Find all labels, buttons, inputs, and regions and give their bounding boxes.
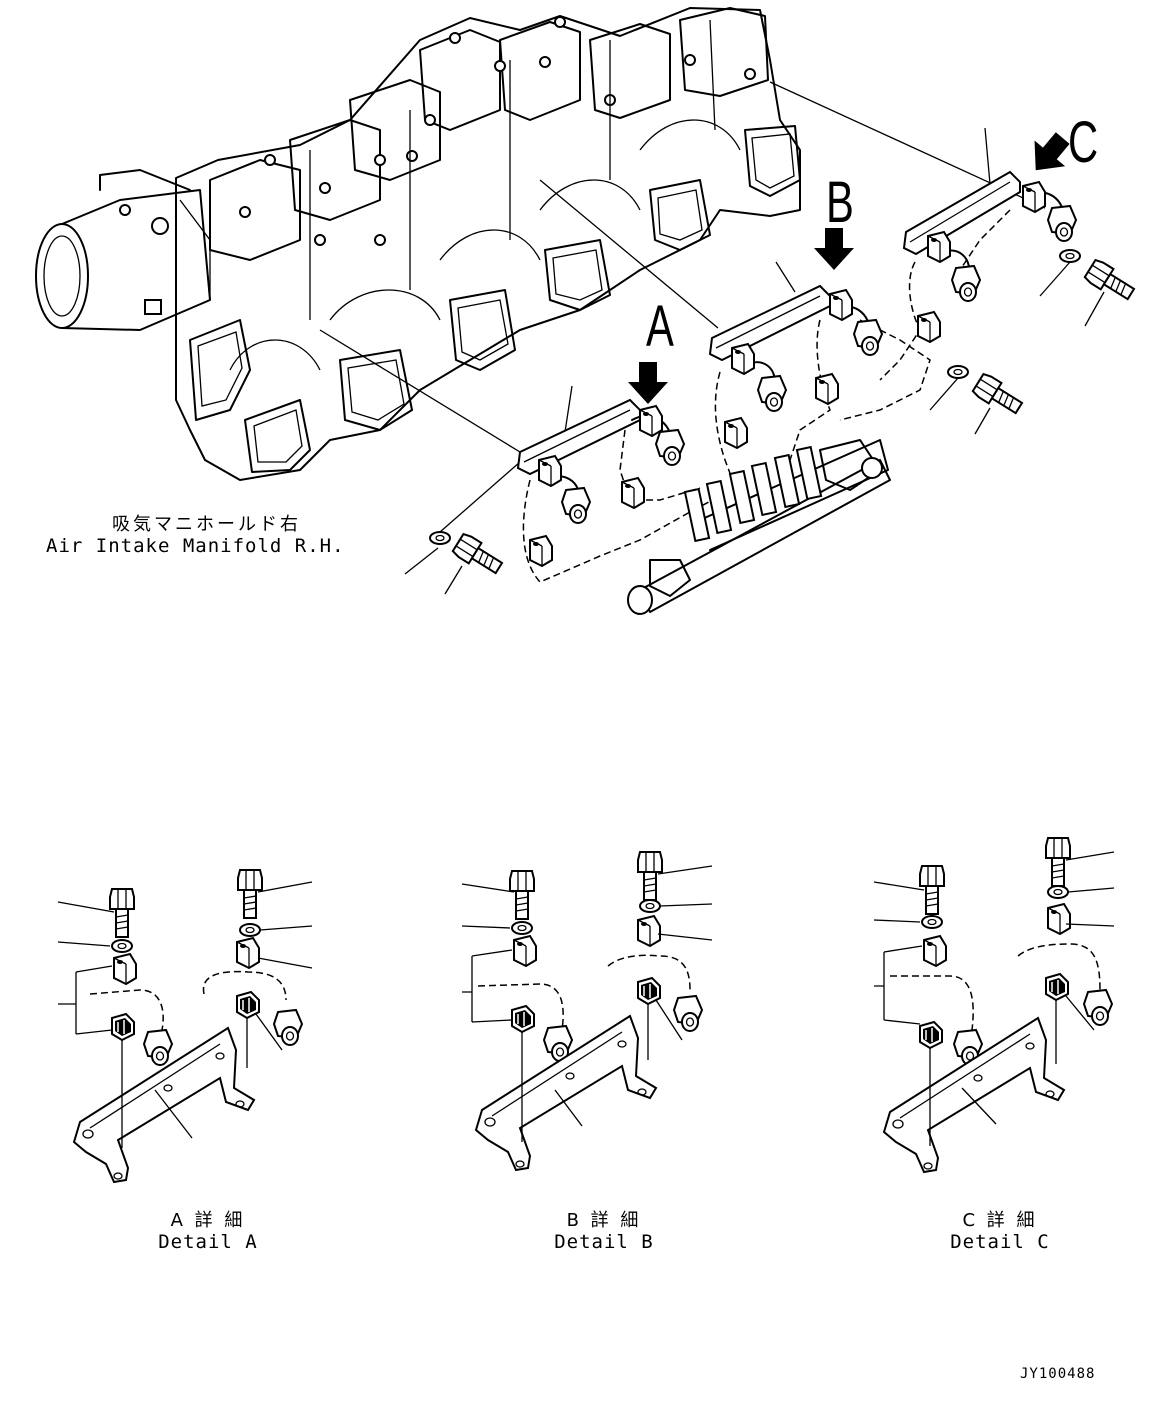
detail-a-label-en: Detail A xyxy=(158,1231,258,1253)
clamp-icon xyxy=(113,953,137,985)
clamp-icon xyxy=(236,937,260,969)
bolt-icon xyxy=(1045,837,1071,887)
fuel-rail xyxy=(627,439,891,615)
washer-icon xyxy=(111,939,133,953)
detail-c-label-en: Detail C xyxy=(950,1231,1050,1253)
detail-b-label-jp: B 詳 細 xyxy=(566,1210,642,1231)
pipe-assembly-c xyxy=(879,170,1077,381)
engine-bolt-heads xyxy=(239,16,756,246)
engine-block-drawing xyxy=(35,7,801,481)
arrow-down-icon xyxy=(628,362,668,404)
clamp-icon xyxy=(511,1005,535,1033)
bolt-icon xyxy=(237,869,263,919)
washer-icon xyxy=(921,915,943,929)
clamp-icon xyxy=(1045,973,1069,1001)
clamp-icon xyxy=(637,915,661,947)
manifold-label-jp: 吸気マニホールド右 xyxy=(112,514,301,535)
pipe-assembly-b xyxy=(708,284,931,501)
detail-a-label-jp: A 詳 細 xyxy=(170,1210,246,1231)
washer-icon xyxy=(639,899,661,913)
detail-b-drawing xyxy=(461,851,713,1171)
clamp-icon xyxy=(919,1021,943,1049)
manifold-ports xyxy=(189,125,801,473)
bolt-icon xyxy=(509,870,535,920)
clamp-icon xyxy=(1047,903,1071,935)
washer-icon xyxy=(511,921,533,935)
callout-a: A xyxy=(646,294,674,359)
clamp-icon xyxy=(236,991,260,1019)
clamp-icon xyxy=(111,1013,135,1041)
bolt-icon xyxy=(109,888,135,938)
clamp-icon xyxy=(513,935,537,967)
washer-icon xyxy=(1047,885,1069,899)
detail-c-drawing xyxy=(873,837,1115,1173)
detail-a-drawing xyxy=(57,869,313,1183)
clamp-icon xyxy=(923,935,947,967)
pipe-assembly-a xyxy=(516,398,721,583)
detail-c-label-jp: C 詳 細 xyxy=(962,1210,1038,1231)
manifold-label-en: Air Intake Manifold R.H. xyxy=(46,535,345,557)
injector-line-stubs xyxy=(683,445,823,543)
drawing-code: JY100488 xyxy=(1020,1366,1096,1382)
washer-icon xyxy=(239,923,261,937)
intake-pipe xyxy=(35,169,211,331)
callout-c: C xyxy=(1068,110,1099,175)
bolt-icon xyxy=(637,851,663,901)
cylinder-head-blocks xyxy=(209,7,769,261)
callout-b: B xyxy=(826,170,854,235)
detail-b-label-en: Detail B xyxy=(554,1231,654,1253)
